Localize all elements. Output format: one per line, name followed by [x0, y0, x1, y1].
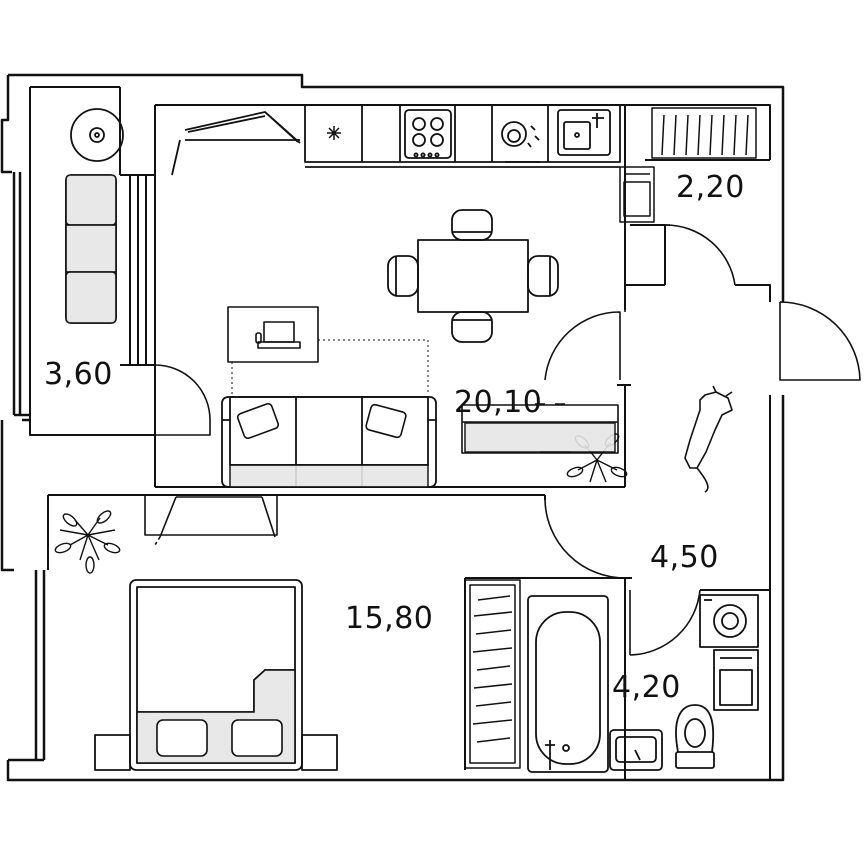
- storage-shelf: [619, 107, 757, 223]
- round-table: [70, 108, 124, 162]
- sink-icon: [557, 109, 611, 156]
- exterior-walls: [0, 73, 785, 782]
- bedroom-wardrobe: [144, 494, 278, 546]
- living-kitchen-area-label: 20,10: [454, 385, 543, 420]
- dining-table: [417, 239, 529, 313]
- bathroom-area-label: 4,20: [612, 670, 681, 705]
- dishwasher-icon: [501, 121, 540, 163]
- plant-icon: [54, 510, 121, 574]
- storage-area-label: 2,20: [676, 170, 745, 205]
- cat-icon: [684, 385, 733, 493]
- bath-door: [629, 589, 701, 656]
- laundry-cabinet: [713, 649, 759, 711]
- toilet-icon: [675, 704, 715, 769]
- bedroom-door: [544, 499, 626, 579]
- living-walls: [47, 104, 771, 570]
- balcony-walls: [29, 86, 211, 436]
- bedroom-area-label: 15,80: [345, 601, 434, 636]
- hallway-area-label: 4,50: [650, 540, 719, 575]
- fan-icon: [327, 126, 341, 140]
- hob-icon: [404, 109, 452, 159]
- storage-door: [664, 224, 736, 286]
- balcony-door: [154, 364, 211, 436]
- bathtub-icon: [527, 595, 609, 773]
- laptop-icon: [255, 321, 301, 349]
- soft-fills: [65, 174, 616, 764]
- doors: [544, 224, 861, 656]
- balcony-area-label: 3,60: [44, 357, 113, 392]
- dining-set: [387, 209, 559, 343]
- washing-machine-icon: [699, 594, 759, 648]
- sink-bath-icon: [609, 729, 663, 771]
- desk: [227, 306, 429, 395]
- bedroom-closet: [464, 579, 521, 769]
- entrance-door: [544, 311, 621, 381]
- kitchen-unit: [171, 105, 621, 176]
